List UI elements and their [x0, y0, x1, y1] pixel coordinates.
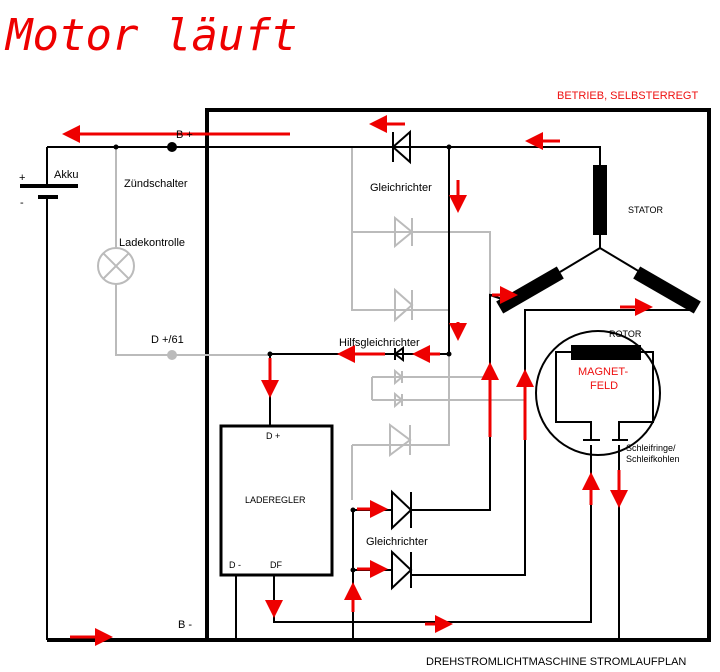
diode-icon	[394, 287, 414, 323]
diode-icon	[391, 129, 411, 165]
plus-label: +	[19, 172, 25, 184]
diode-icon	[391, 549, 413, 591]
ladekontrolle-label: Ladekontrolle	[119, 237, 185, 249]
diode-icon	[394, 215, 414, 249]
battery-icon	[20, 184, 78, 199]
diode-icon	[393, 346, 404, 362]
alternator-housing	[47, 108, 711, 642]
mode-label: BETRIEB, SELBSTERREGT	[557, 90, 698, 102]
stator-coil-icon	[496, 266, 564, 314]
current-flow-arrows	[62, 115, 653, 646]
magnetfeld-label-2: FELD	[590, 380, 618, 392]
d61-label: D +/61	[151, 334, 184, 346]
b-minus-label: B -	[178, 619, 192, 631]
hilfsgleichrichter-label: Hilfsgleichrichter	[339, 337, 420, 349]
diode-icon	[391, 489, 413, 531]
diode-icon	[389, 423, 412, 457]
b-plus-terminal	[167, 142, 177, 152]
schleifkohlen-label: Schleifkohlen	[626, 454, 680, 464]
stator-label: STATOR	[628, 205, 664, 215]
magnet-icon	[571, 345, 641, 360]
laderegler-label: LADEREGLER	[245, 495, 306, 505]
stator-coil-icon	[633, 266, 701, 314]
b-plus-label: B +	[176, 129, 193, 141]
d61-terminal	[167, 350, 177, 360]
zuendschalter-label: Zündschalter	[124, 178, 188, 190]
regulator-dplus-label: D +	[266, 431, 280, 441]
laderegler-box	[219, 424, 334, 577]
regulator-df-label: DF	[270, 560, 282, 570]
rotor-circle	[535, 330, 661, 456]
schleifringe-label: Schleifringe/	[626, 443, 676, 453]
minus-label: -	[20, 197, 24, 209]
magnetfeld-label-1: MAGNET-	[578, 366, 628, 378]
diode-icon	[394, 368, 404, 386]
gleichrichter-bottom-label: Gleichrichter	[366, 536, 428, 548]
diode-icon	[394, 391, 404, 409]
diagram-caption: DREHSTROMLICHTMASCHINE STROMLAUFPLAN	[426, 656, 686, 668]
title: Motor läuft	[4, 10, 297, 61]
inactive-wiring	[97, 147, 525, 500]
stator-coil-icon	[593, 165, 607, 235]
gleichrichter-top-label: Gleichrichter	[370, 182, 432, 194]
regulator-dminus-label: D -	[229, 560, 241, 570]
rotor-label: ROTOR	[609, 329, 642, 339]
charge-lamp-icon	[97, 247, 135, 285]
akku-label: Akku	[54, 169, 78, 181]
